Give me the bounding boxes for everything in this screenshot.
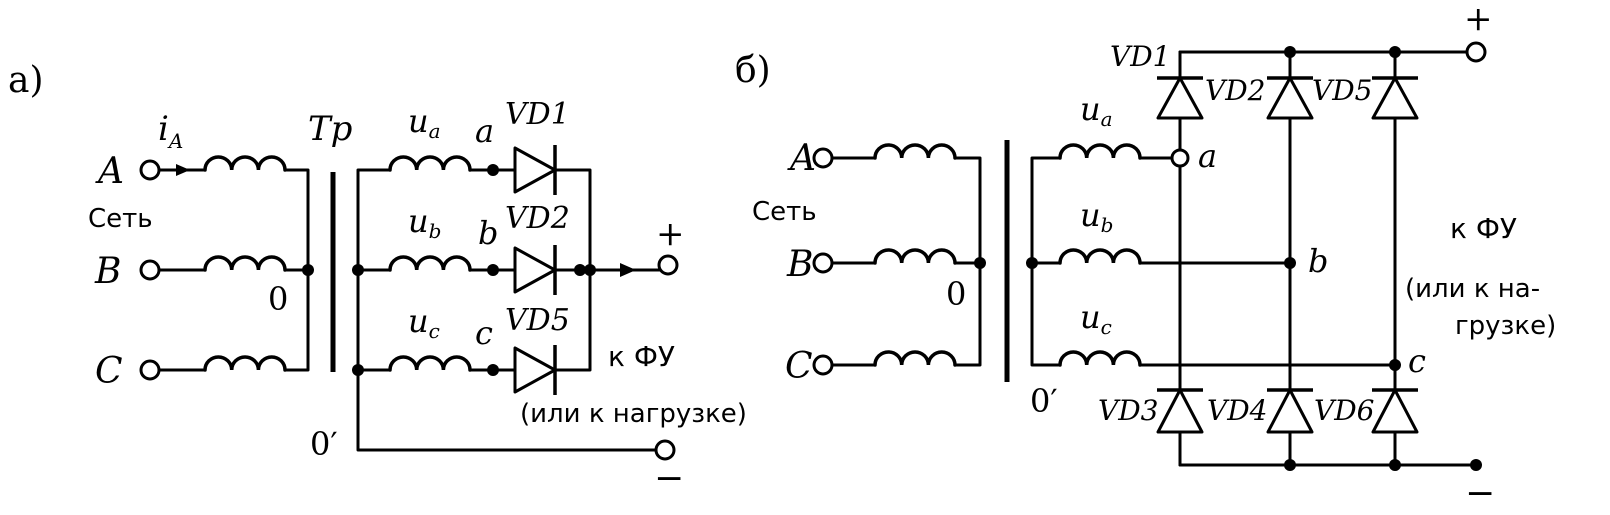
coil-a-primary-C xyxy=(203,355,287,372)
output-arrow xyxy=(620,263,636,277)
label-a-neutral-primary: 0 xyxy=(268,280,288,318)
label-a-output-line2: (или к нагрузке) xyxy=(520,399,747,429)
label-b-ua: ua xyxy=(1080,90,1113,131)
label-b-neutral-secondary: 0′ xyxy=(1030,382,1058,420)
label-a-minus: − xyxy=(654,458,684,499)
coil-a-primary-A xyxy=(203,155,287,172)
terminal-a-phase-B xyxy=(139,259,161,281)
label-a-neutral-secondary: 0′ xyxy=(310,425,338,463)
label-b-output-line1: к ФУ xyxy=(1450,212,1517,245)
coil-b-secondary-a xyxy=(1058,143,1142,160)
diode-a-vd2 xyxy=(513,246,557,294)
wire-a-secondary-star xyxy=(356,168,667,452)
label-a-node-c: c xyxy=(475,314,493,352)
terminal-b-node-a xyxy=(1170,148,1190,168)
label-a-transformer: Tp xyxy=(308,109,352,149)
label-a-node-a: a xyxy=(475,112,494,150)
terminal-a-minus xyxy=(654,439,676,461)
label-a-uc: uc xyxy=(408,302,440,343)
node-a-primary-neutral xyxy=(302,264,314,276)
diode-b-vd3 xyxy=(1156,388,1204,434)
label-b-node-b: b xyxy=(1308,242,1328,280)
terminal-a-phase-A xyxy=(139,159,161,181)
label-b-node-a: a xyxy=(1198,137,1217,175)
coil-b-primary-C xyxy=(873,350,957,367)
panel-b: б) A B C Сеть 0 0′ ua ub uc a xyxy=(735,0,1556,514)
label-b-network: Сеть xyxy=(752,197,817,227)
label-b-minus: − xyxy=(1465,473,1495,514)
panel-a: а) A B C Сеть iA 0 Tp xyxy=(8,60,747,499)
label-a-network: Сеть xyxy=(88,204,153,234)
terminal-a-phase-C xyxy=(139,359,161,381)
diode-b-vd6 xyxy=(1371,388,1419,434)
terminal-b-phase-C xyxy=(812,354,834,376)
node-a-sec-b xyxy=(352,264,364,276)
label-b-phase-C: C xyxy=(785,346,813,387)
label-b-vd5: VD5 xyxy=(1312,74,1372,107)
label-a-ua: ua xyxy=(408,102,441,143)
label-b-vd6: VD6 xyxy=(1314,394,1374,427)
coil-b-primary-A xyxy=(873,143,957,160)
coil-a-secondary-a xyxy=(388,155,472,172)
node-a-b xyxy=(487,264,499,276)
label-a-node-b: b xyxy=(478,214,498,252)
node-a-output xyxy=(584,264,596,276)
label-a-phase-B: B xyxy=(94,251,121,292)
diode-a-vd5 xyxy=(513,346,557,394)
panel-b-label: б) xyxy=(735,50,771,91)
coil-a-secondary-b xyxy=(388,255,472,272)
label-b-vd1: VD1 xyxy=(1110,40,1170,73)
diode-b-vd4 xyxy=(1266,388,1314,434)
label-a-phase-C: C xyxy=(95,351,123,392)
label-b-uc: uc xyxy=(1080,298,1112,339)
label-a-output-line1: к ФУ xyxy=(608,340,675,373)
node-a-sec-c xyxy=(352,364,364,376)
node-a-a xyxy=(487,164,499,176)
terminal-a-plus xyxy=(657,254,679,276)
coil-b-secondary-c xyxy=(1058,350,1142,367)
label-b-node-c: c xyxy=(1408,342,1426,380)
label-b-vd3: VD3 xyxy=(1098,394,1158,427)
node-b-primary-neutral xyxy=(974,257,986,269)
terminal-b-phase-A xyxy=(812,147,834,169)
terminal-b-plus xyxy=(1465,41,1487,63)
label-a-current: iA xyxy=(158,109,183,153)
label-a-ub: ub xyxy=(408,202,441,243)
label-b-phase-A: A xyxy=(787,138,816,179)
label-a-plus: + xyxy=(656,214,685,254)
panel-a-label: а) xyxy=(8,60,44,101)
coil-a-primary-B xyxy=(203,255,287,272)
coil-b-primary-B xyxy=(873,248,957,265)
diode-b-vd2 xyxy=(1266,76,1314,120)
label-b-phase-B: B xyxy=(786,244,813,285)
node-a-vd2-cathode xyxy=(574,264,586,276)
diode-b-vd5 xyxy=(1371,76,1419,120)
terminal-b-phase-B xyxy=(812,252,834,274)
label-b-vd4: VD4 xyxy=(1207,394,1267,427)
label-b-vd2: VD2 xyxy=(1205,74,1265,107)
diode-a-vd1 xyxy=(513,146,557,194)
node-a-c xyxy=(487,364,499,376)
label-a-vd1: VD1 xyxy=(505,97,570,132)
label-b-ub: ub xyxy=(1080,196,1113,237)
label-a-vd2: VD2 xyxy=(505,201,570,236)
label-b-output-line2: (или к на- xyxy=(1405,274,1540,304)
coil-a-secondary-c xyxy=(388,355,472,372)
label-a-phase-A: A xyxy=(95,151,124,192)
terminal-b-minus xyxy=(1470,459,1482,471)
coil-b-secondary-b xyxy=(1058,248,1142,265)
label-b-neutral-primary: 0 xyxy=(946,275,966,313)
label-a-vd5: VD5 xyxy=(505,303,570,338)
label-b-output-line3: грузке) xyxy=(1455,311,1556,341)
label-b-plus: + xyxy=(1464,0,1493,39)
node-b-secondary-neutral xyxy=(1026,257,1038,269)
diode-b-vd1 xyxy=(1156,76,1204,120)
